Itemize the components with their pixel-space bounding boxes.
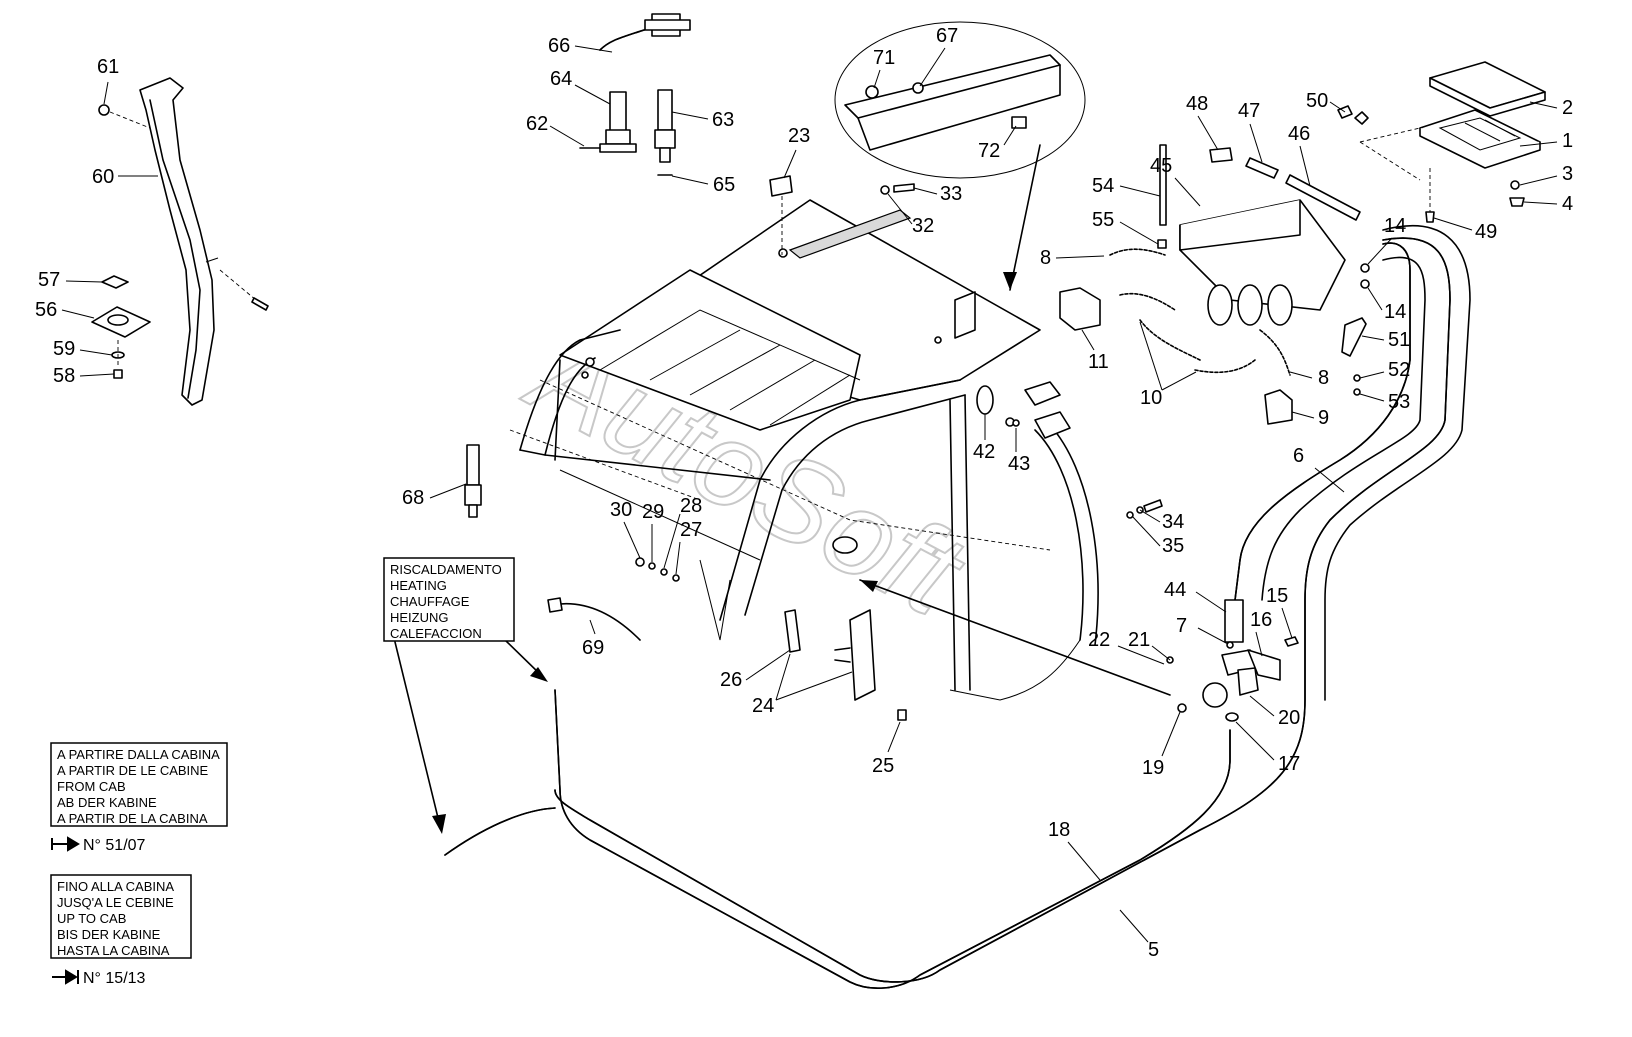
callout-24: 24 <box>752 695 774 717</box>
from-cab-line-2: A PARTIR DE LE CABINE <box>57 763 209 778</box>
up-to-arrow-icon <box>52 969 79 985</box>
callout-1: 1 <box>1562 130 1573 152</box>
callout-3: 3 <box>1562 163 1573 185</box>
callout-43: 43 <box>1008 453 1030 475</box>
callout-7: 7 <box>1176 615 1187 637</box>
cab-frame <box>509 199 1099 701</box>
heater-pipes <box>444 225 1471 989</box>
callout-58: 58 <box>53 365 75 387</box>
callout-15: 15 <box>1266 585 1288 607</box>
up-to-cab-line-1: FINO ALLA CABINA <box>57 879 174 894</box>
callout-5: 5 <box>1148 939 1159 961</box>
callout-11: 11 <box>1088 351 1109 373</box>
callout-50: 50 <box>1306 90 1328 112</box>
callout-47: 47 <box>1238 100 1260 122</box>
up-to-cab-line-3: UP TO CAB <box>57 911 126 926</box>
callout-66: 66 <box>548 35 570 57</box>
callout-29: 29 <box>642 501 664 523</box>
callout-32: 32 <box>912 215 934 237</box>
callout-8a: 8 <box>1040 247 1051 269</box>
callout-14a: 14 <box>1384 215 1406 237</box>
callout-49: 49 <box>1475 221 1497 243</box>
callout-61: 61 <box>97 56 119 78</box>
callout-69: 69 <box>582 637 604 659</box>
callout-65: 65 <box>713 174 735 196</box>
from-cab-line-3: FROM CAB <box>57 779 126 794</box>
callout-67: 67 <box>936 25 958 47</box>
callout-33: 33 <box>940 183 962 205</box>
from-cab-line-1: A PARTIRE DALLA CABINA <box>57 747 220 762</box>
callout-44: 44 <box>1164 579 1186 601</box>
up-to-cab-line-2: JUSQ'A LE CEBINE <box>57 895 174 910</box>
filter-assembly <box>1337 61 1546 223</box>
callout-72: 72 <box>978 140 1000 162</box>
callout-22: 22 <box>1088 629 1110 651</box>
callout-64: 64 <box>550 68 572 90</box>
heating-line-2: HEATING <box>390 578 447 593</box>
callout-48: 48 <box>1186 93 1208 115</box>
callout-20: 20 <box>1278 707 1300 729</box>
callout-16: 16 <box>1250 609 1272 631</box>
pillar-trim-60 <box>98 77 269 406</box>
callout-63: 63 <box>712 109 734 131</box>
callout-25: 25 <box>872 755 894 777</box>
callout-23: 23 <box>788 125 810 147</box>
from-cab-box: A PARTIRE DALLA CABINA A PARTIR DE LE CA… <box>50 742 228 854</box>
callout-68: 68 <box>402 487 424 509</box>
detail-circle <box>834 21 1086 291</box>
up-to-cab-line-5: HASTA LA CABINA <box>57 943 170 958</box>
callout-10: 10 <box>1140 387 1162 409</box>
callout-59: 59 <box>53 338 75 360</box>
callout-2: 2 <box>1562 97 1573 119</box>
callout-60: 60 <box>92 166 114 188</box>
callout-55: 55 <box>1092 209 1114 231</box>
heating-line-3: CHAUFFAGE <box>390 594 470 609</box>
callout-28: 28 <box>680 495 702 517</box>
up-to-cab-line-4: BIS DER KABINE <box>57 927 161 942</box>
callout-27: 27 <box>680 519 702 541</box>
heating-line-4: HEIZUNG <box>390 610 449 625</box>
from-arrow-icon <box>51 836 80 852</box>
up-to-cab-serial: N° 15/13 <box>83 970 146 987</box>
parts-56-59 <box>91 275 151 379</box>
callout-8b: 8 <box>1318 367 1329 389</box>
callout-35: 35 <box>1162 535 1184 557</box>
callout-57: 57 <box>38 269 60 291</box>
heating-line-5: CALEFACCION <box>390 626 482 641</box>
callout-34: 34 <box>1162 511 1184 533</box>
from-cab-line-5: A PARTIR DE LA CABINA <box>57 811 208 826</box>
callout-14b: 14 <box>1384 301 1406 323</box>
mirror <box>784 609 907 721</box>
parts-23-32-33 <box>769 175 915 255</box>
callout-30: 30 <box>610 499 632 521</box>
up-to-cab-box: FINO ALLA CABINA JUSQ'A LE CEBINE UP TO … <box>50 874 192 987</box>
callout-18: 18 <box>1048 819 1070 841</box>
callout-19: 19 <box>1142 757 1164 779</box>
parts-62-66 <box>579 13 691 176</box>
callout-45: 45 <box>1150 155 1172 177</box>
callouts: 61 60 57 56 59 58 66 64 62 63 65 67 71 7… <box>35 25 1573 961</box>
callout-71: 71 <box>873 47 895 69</box>
callout-4: 4 <box>1562 193 1573 215</box>
callout-17: 17 <box>1278 753 1300 775</box>
callout-56: 56 <box>35 299 57 321</box>
from-cab-serial: N° 51/07 <box>83 837 146 854</box>
callout-51: 51 <box>1388 329 1410 351</box>
callout-9: 9 <box>1318 407 1329 429</box>
callout-62: 62 <box>526 113 548 135</box>
callout-53: 53 <box>1388 391 1410 413</box>
heater-unit <box>1059 111 1370 425</box>
callout-52: 52 <box>1388 359 1410 381</box>
callout-21: 21 <box>1128 629 1150 651</box>
callout-6: 6 <box>1293 445 1304 467</box>
heating-line-1: RISCALDAMENTO <box>390 562 502 577</box>
heating-box: RISCALDAMENTO HEATING CHAUFFAGE HEIZUNG … <box>383 557 515 642</box>
callout-54: 54 <box>1092 175 1114 197</box>
callout-46: 46 <box>1288 123 1310 145</box>
callout-26: 26 <box>720 669 742 691</box>
from-cab-line-4: AB DER KABINE <box>57 795 157 810</box>
callout-42: 42 <box>973 441 995 463</box>
misc-fittings <box>464 419 1163 641</box>
